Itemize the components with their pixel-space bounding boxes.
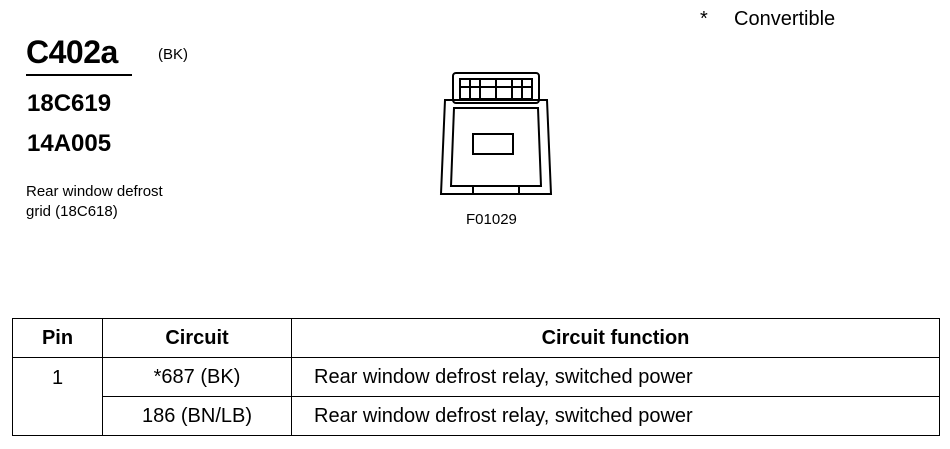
figure-code: F01029 [466, 211, 517, 228]
connector-body-inner [449, 107, 543, 187]
description-line-1: Rear window defrost [26, 183, 163, 200]
connector-body-outer [439, 99, 553, 195]
part-number-2: 14A005 [27, 130, 112, 157]
header-circuit-function: Circuit function [291, 318, 940, 358]
connector-id-underline [26, 74, 132, 76]
table-header-row: Pin Circuit Circuit function [12, 318, 940, 358]
cell-pin: 1 [12, 357, 103, 436]
pinout-table: Pin Circuit Circuit function 1 *687 (BK)… [12, 318, 940, 436]
terminal-cavity [472, 133, 514, 155]
connector-latch-housing [452, 72, 540, 104]
cell-circuit-function: Rear window defrost relay, switched powe… [291, 357, 940, 397]
connector-id: C402a [26, 34, 118, 70]
table-row: 1 *687 (BK) Rear window defrost relay, s… [12, 357, 940, 436]
cell-circuit: *687 (BK) [102, 357, 292, 397]
connector-bottom-key [472, 185, 520, 195]
cell-circuit-function: Rear window defrost relay, switched powe… [291, 396, 940, 436]
connector-color-code: (BK) [158, 46, 188, 63]
cell-circuit: 186 (BN/LB) [102, 396, 292, 436]
header-circuit: Circuit [102, 318, 292, 358]
legend-marker: * [700, 8, 708, 30]
connector-face-drawing [439, 72, 553, 195]
header-pin: Pin [12, 318, 103, 358]
connector-description: Rear window defrost grid (18C618) [26, 182, 226, 222]
part-number-1: 18C619 [27, 90, 112, 117]
legend-text: Convertible [734, 8, 836, 30]
description-line-2: grid (18C618) [26, 203, 118, 220]
legend: * Convertible [700, 7, 835, 31]
table-row: 186 (BN/LB) Rear window defrost relay, s… [13, 396, 940, 436]
